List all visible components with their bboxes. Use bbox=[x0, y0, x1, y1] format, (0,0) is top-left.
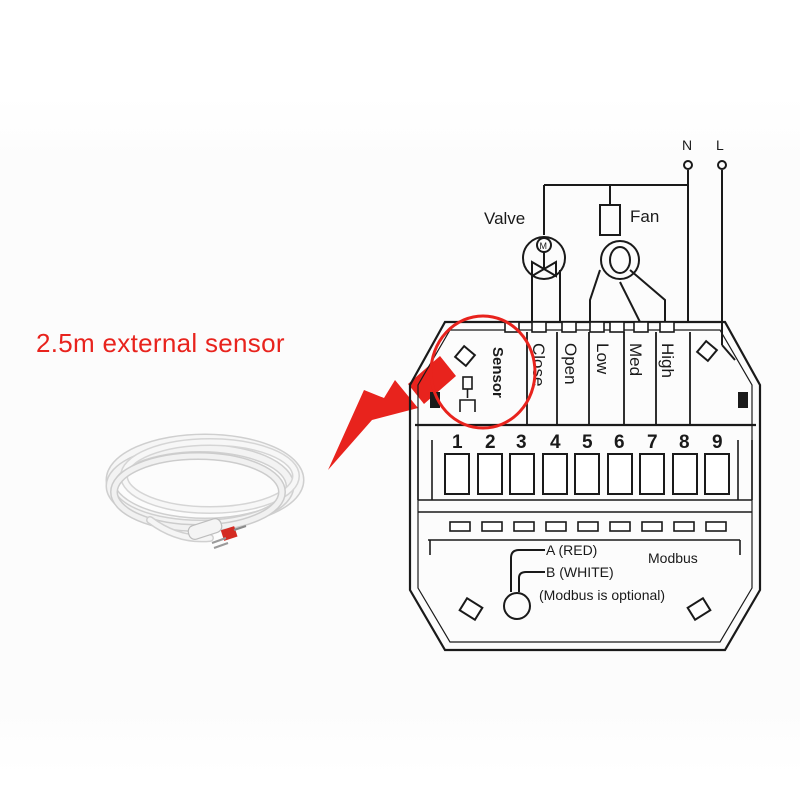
terminal-numbers: 1 2 3 4 5 6 7 8 9 bbox=[452, 432, 723, 453]
red-arrow bbox=[328, 380, 418, 470]
terminal-label-low: Low bbox=[593, 343, 612, 375]
modbus-note: (Modbus is optional) bbox=[539, 587, 665, 603]
external-wiring bbox=[531, 170, 736, 361]
modbus-b-label: B (WHITE) bbox=[546, 564, 614, 580]
terminal-number-7: 7 bbox=[647, 432, 658, 453]
terminal-number-5: 5 bbox=[582, 432, 593, 453]
fan-symbol bbox=[599, 204, 640, 280]
terminal-number-8: 8 bbox=[679, 432, 690, 453]
valve-label: Valve bbox=[484, 209, 525, 228]
terminal-number-6: 6 bbox=[614, 432, 625, 453]
terminal-number-2: 2 bbox=[485, 432, 496, 453]
terminal-label-open: Open bbox=[561, 343, 580, 385]
terminal-label-high: High bbox=[658, 343, 677, 378]
terminal-screw-boxes bbox=[444, 453, 730, 495]
terminal-number-3: 3 bbox=[516, 432, 527, 453]
supply-l-label: L bbox=[716, 137, 724, 153]
terminal-separators bbox=[526, 332, 691, 425]
terminal-number-4: 4 bbox=[550, 432, 561, 453]
background-band bbox=[0, 95, 800, 775]
fan-label: Fan bbox=[630, 207, 659, 226]
modbus-connector bbox=[503, 549, 545, 620]
terminal-block-frame bbox=[417, 440, 753, 513]
sensor-highlight-circle bbox=[429, 314, 537, 430]
supply-terminals bbox=[683, 160, 727, 170]
terminal-label-med: Med bbox=[626, 343, 645, 376]
valve-motor-letter: M bbox=[540, 241, 548, 251]
terminal-number-1: 1 bbox=[452, 432, 463, 453]
sensor-symbol bbox=[459, 376, 476, 412]
modbus-a-label: A (RED) bbox=[546, 542, 597, 558]
terminal-label-sensor: Sensor bbox=[489, 347, 506, 398]
terminal-number-9: 9 bbox=[712, 432, 723, 453]
side-tabs bbox=[430, 392, 748, 408]
sensor-probe bbox=[187, 518, 223, 540]
lower-slots bbox=[449, 521, 727, 532]
sensor-caption: 2.5m external sensor bbox=[36, 328, 285, 358]
valve-symbol bbox=[522, 236, 566, 280]
wire-ends bbox=[211, 525, 247, 549]
supply-n-label: N bbox=[682, 137, 692, 153]
modbus-title: Modbus bbox=[648, 550, 698, 566]
corner-clips bbox=[453, 339, 719, 622]
